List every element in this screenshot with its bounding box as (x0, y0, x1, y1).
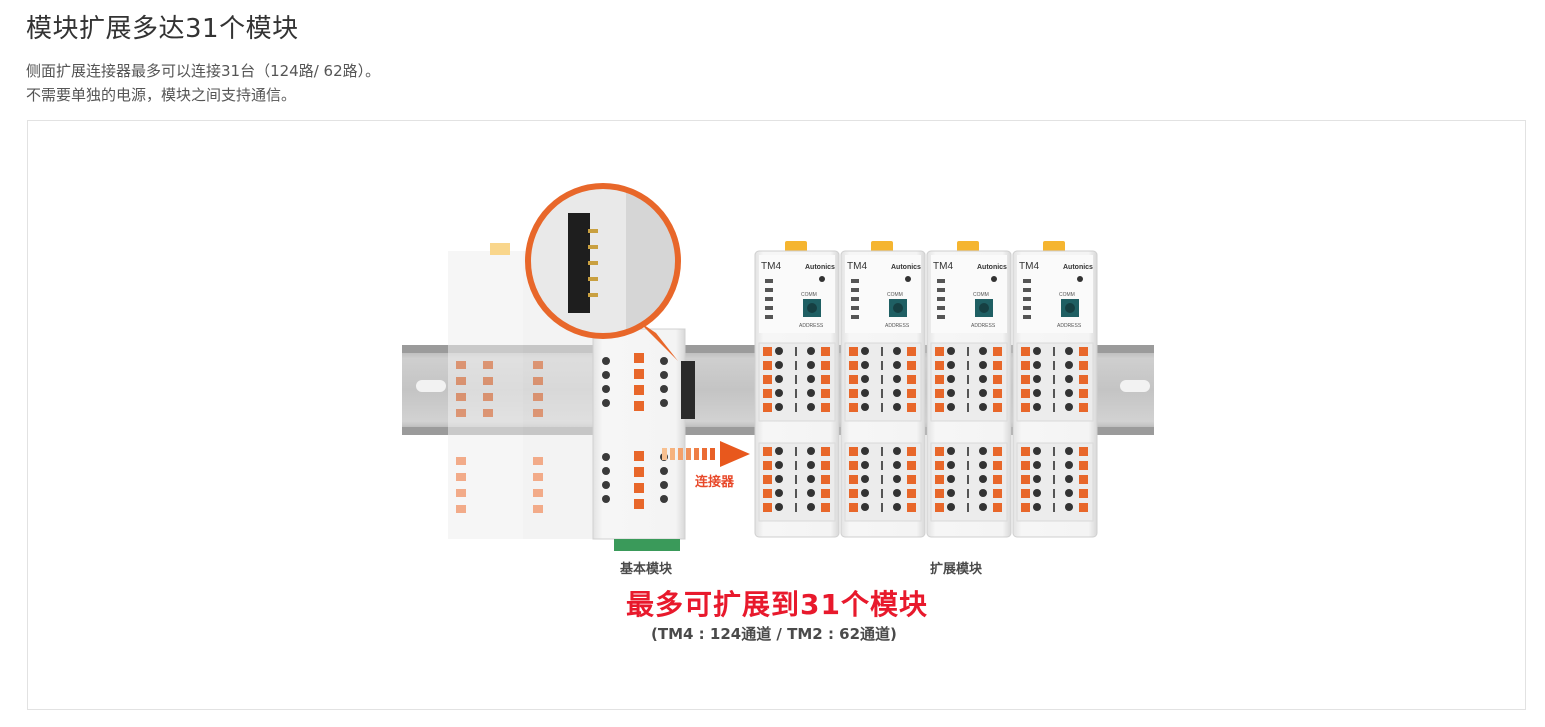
headline-max-modules: 最多可扩展到31个模块 (626, 588, 928, 621)
module-model-text: TM4 (847, 261, 867, 272)
dial-label-bottom: ADDRESS (885, 323, 910, 329)
dial-label-bottom: ADDRESS (971, 323, 996, 329)
dial-label-top: COMM (1059, 292, 1075, 298)
module-brand-text: Autonics (1063, 264, 1093, 271)
dial-label-bottom: ADDRESS (1057, 323, 1082, 329)
description-line-2: 不需要单独的电源，模块之间支持通信。 (26, 86, 297, 104)
dial-label-bottom: ADDRESS (799, 323, 824, 329)
module-model-text: TM4 (1019, 261, 1039, 272)
description-line-1: 侧面扩展连接器最多可以连接31台（124路/ 62路）。 (26, 62, 381, 80)
connector-zoom-circle (525, 183, 681, 361)
expansion-module-label: 扩展模块 (930, 562, 983, 577)
connector-label: 连接器 (695, 475, 735, 490)
module-model-text: TM4 (761, 261, 781, 272)
dial-label-top: COMM (887, 292, 903, 298)
dial-label-top: COMM (801, 292, 817, 298)
base-module-front (592, 328, 695, 551)
dial-label-top: COMM (973, 292, 989, 298)
module-brand-text: Autonics (977, 264, 1007, 271)
module-brand-text: Autonics (805, 264, 835, 271)
page-title: 模块扩展多达31个模块 (26, 14, 299, 44)
module-model-text: TM4 (933, 261, 953, 272)
channel-count-subline: (TM4 : 124通道 / TM2 : 62通道) (651, 625, 897, 643)
connector-arrow (662, 441, 750, 467)
module-brand-text: Autonics (891, 264, 921, 271)
base-module-label: 基本模块 (620, 562, 673, 577)
